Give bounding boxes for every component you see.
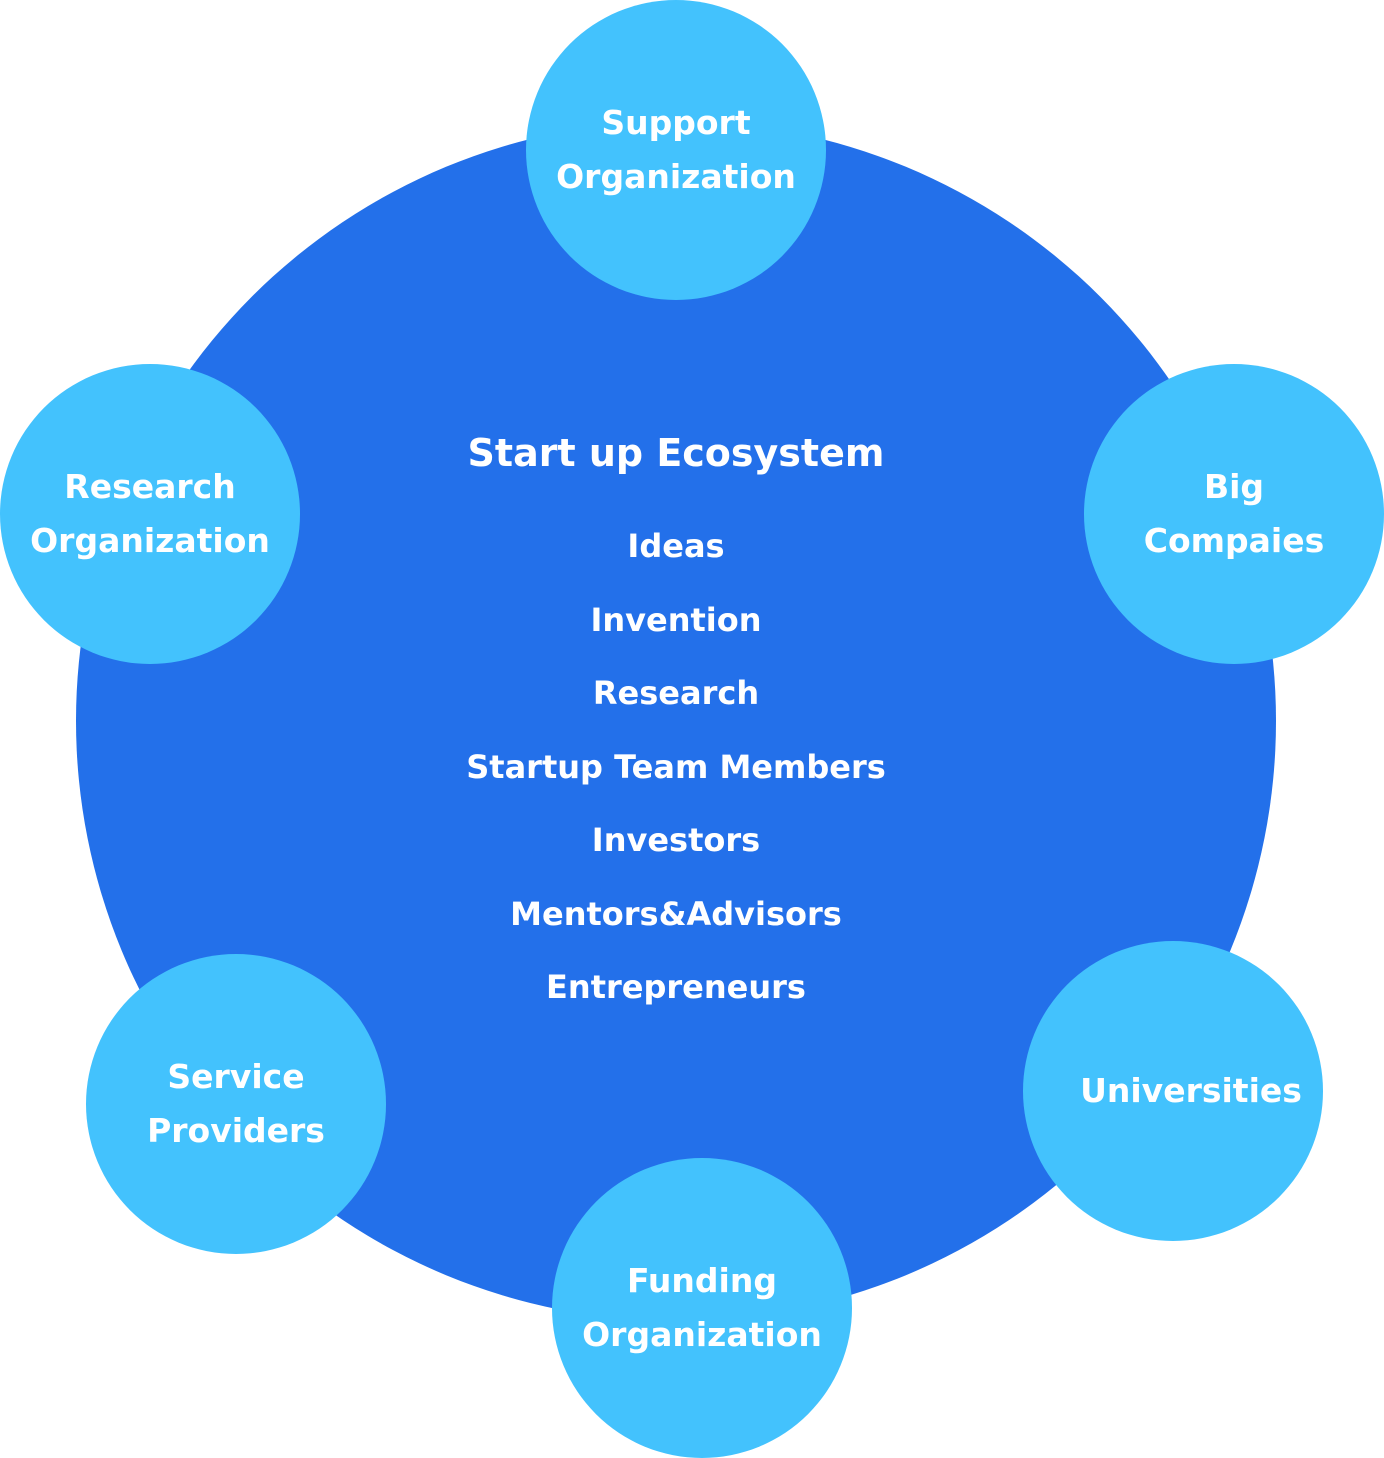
ecosystem-item-research: Research: [592, 674, 760, 712]
node-big-companies: Big Compaies: [1084, 364, 1384, 664]
ecosystem-item-startup-team-members: Startup Team Members: [466, 747, 886, 786]
node-big-companies-label: Big Compaies: [1143, 467, 1325, 560]
node-service-providers: Service Providers: [86, 954, 386, 1254]
node-funding-organization-label: Funding Organization: [582, 1261, 822, 1354]
node-research-organization: Research Organization: [0, 364, 300, 664]
ecosystem-title: Start up Ecosystem: [467, 431, 885, 475]
node-support-organization: Support Organization: [526, 0, 826, 300]
ecosystem-center: Start up Ecosystem Ideas Invention Resea…: [376, 420, 976, 1025]
ecosystem-item-entrepreneurs: Entrepreneurs: [546, 968, 806, 1006]
ecosystem-items-list: Ideas Invention Research Startup Team Me…: [376, 510, 976, 1025]
ecosystem-item-ideas: Ideas: [627, 527, 725, 565]
ecosystem-item-investors: Investors: [591, 821, 761, 859]
ecosystem-item-mentors-advisors: Mentors&Advisors: [510, 894, 842, 933]
node-universities-label: Universities: [1080, 1071, 1302, 1110]
ecosystem-item-invention: Invention: [590, 600, 762, 639]
node-support-organization-label: Support Organization: [556, 103, 796, 196]
node-universities: Universities: [1023, 941, 1323, 1241]
node-research-organization-label: Research Organization: [30, 467, 270, 560]
node-service-providers-label: Service Providers: [147, 1057, 325, 1150]
node-funding-organization: Funding Organization: [552, 1158, 852, 1458]
